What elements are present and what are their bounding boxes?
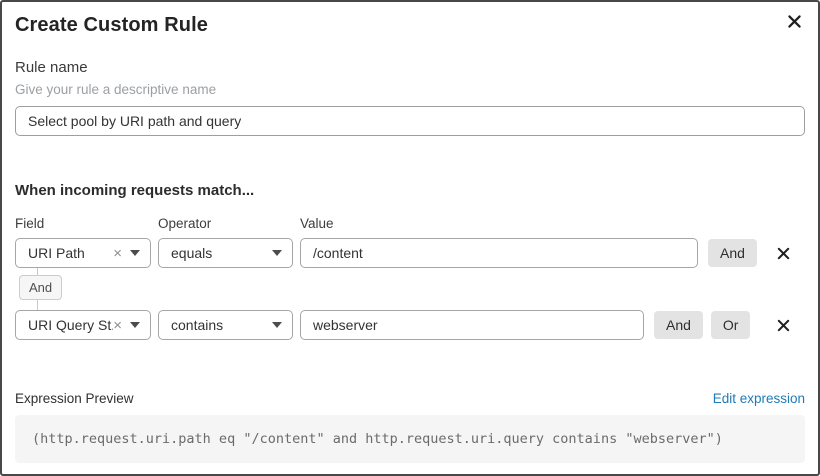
- chevron-down-icon: [130, 250, 140, 256]
- value-input-2[interactable]: [300, 310, 644, 340]
- close-button[interactable]: [782, 9, 806, 33]
- chevron-down-icon: [130, 322, 140, 328]
- value-input-1[interactable]: [300, 238, 698, 268]
- field-column-label: Field: [15, 216, 45, 231]
- connector-line-top: [37, 268, 38, 275]
- operator-select-2[interactable]: contains: [158, 310, 293, 340]
- and-button-row-1[interactable]: And: [708, 239, 757, 267]
- condition-row-2: URI Query St... × contains And Or: [15, 310, 805, 340]
- delete-row-2-button[interactable]: [773, 315, 793, 335]
- close-icon: [786, 13, 803, 30]
- chevron-down-icon: [272, 322, 282, 328]
- operator-column-label: Operator: [158, 216, 212, 231]
- operator-select-1[interactable]: equals: [158, 238, 293, 268]
- field-select-1[interactable]: URI Path ×: [15, 238, 151, 268]
- chevron-down-icon: [272, 250, 282, 256]
- connector-and-button[interactable]: And: [19, 275, 63, 300]
- or-button-row-2[interactable]: Or: [710, 311, 751, 339]
- edit-expression-link[interactable]: Edit expression: [712, 391, 805, 406]
- expression-preview-label: Expression Preview: [15, 391, 134, 406]
- field-select-2-value: URI Query St...: [28, 317, 113, 333]
- delete-row-icon: [776, 246, 791, 261]
- delete-row-icon: [776, 318, 791, 333]
- field-select-2[interactable]: URI Query St... ×: [15, 310, 151, 340]
- field-select-1-value: URI Path: [28, 245, 85, 261]
- expression-code-block: (http.request.uri.path eq "/content" and…: [15, 415, 805, 463]
- clear-icon[interactable]: ×: [113, 244, 122, 262]
- rule-name-label: Rule name: [15, 59, 88, 76]
- expression-preview-header: Expression Preview Edit expression: [15, 391, 805, 406]
- rule-name-helper: Give your rule a descriptive name: [15, 82, 217, 97]
- page-title: Create Custom Rule: [15, 14, 208, 36]
- connector-line-bottom: [37, 300, 38, 310]
- row-connector: And: [19, 268, 805, 310]
- matcher-heading: When incoming requests match...: [15, 182, 255, 199]
- and-button-row-2[interactable]: And: [654, 311, 703, 339]
- operator-select-1-value: equals: [171, 245, 213, 261]
- operator-select-2-value: contains: [171, 317, 224, 333]
- delete-row-1-button[interactable]: [773, 243, 793, 263]
- matcher-column-labels: Field Operator Value: [15, 216, 805, 231]
- clear-icon[interactable]: ×: [113, 316, 122, 334]
- condition-row-1: URI Path × equals And: [15, 238, 805, 268]
- rule-name-input[interactable]: [15, 106, 805, 136]
- value-column-label: Value: [300, 216, 334, 231]
